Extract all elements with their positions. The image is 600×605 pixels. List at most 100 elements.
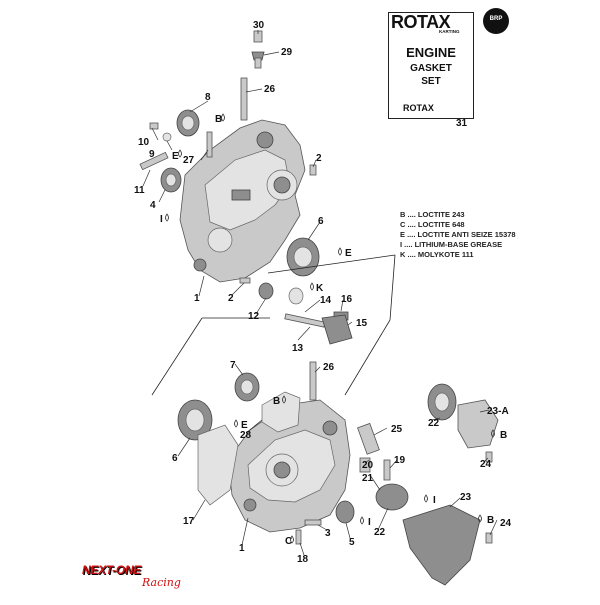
callout-9: 9 [149,149,155,160]
leader-lines [142,30,498,556]
cover-23 [402,504,481,586]
callout-14: 14 [320,295,332,306]
callout-2-lower: 2 [228,293,234,304]
callout-3: 3 [325,528,331,539]
callout-17: 17 [183,516,195,527]
gasket-17 [197,424,239,506]
callout-labels: 30 29 26 8 10 9 27 2 11 4 6 1 2 12 14 16… [134,20,512,565]
legend-item-k: K .... MOLYKOTE 111 [400,250,474,259]
agent-marks: B E I E K B E B I I B C [160,114,507,547]
crankcase-half-upper [179,119,306,283]
rotax-logo: ROTAX [391,12,451,32]
callout-1-upper: 1 [194,293,200,304]
callout-16: 16 [341,294,353,305]
callout-4: 4 [150,200,156,211]
callout-20: 20 [362,460,374,471]
washer-9 [162,132,172,142]
stud-29 [251,51,265,69]
agent-mark-b-cover: B [500,430,507,441]
callout-18: 18 [297,554,309,565]
drop-icon [221,113,225,122]
legend-item-b: B .... LOCTITE 243 [400,210,465,219]
legend-item-i: I .... LITHIUM-BASE GREASE [400,240,502,249]
pins-3 [295,519,322,545]
callout-10: 10 [138,137,150,148]
bearing-7 [234,372,260,402]
callout-7: 7 [230,360,236,371]
legend-item-c: C .... LOCTITE 648 [400,220,465,229]
callout-2-upper: 2 [316,153,322,164]
agent-mark-k: K [316,283,324,294]
drop-icon [165,213,169,222]
agent-mark-i-upper: I [160,214,163,225]
bolt-19 [383,459,391,481]
callout-29: 29 [281,47,293,58]
callout-24-lower: 24 [500,518,512,529]
callout-26-upper: 26 [264,84,276,95]
drop-icon [360,516,364,525]
callout-31: 31 [456,118,468,129]
callout-15: 15 [356,318,368,329]
washer-12 [258,282,304,305]
bearing-6-lower [177,399,213,441]
gear-22 [427,383,457,421]
drop-icons [165,113,495,544]
rotax-logo-sub: KARTING [439,29,460,34]
bolt-10 [149,122,159,130]
callout-27: 27 [183,155,195,166]
agent-mark-b-bottom: B [487,515,494,526]
bearing-6-upper [286,237,320,277]
agent-mark-b-lower: B [273,396,280,407]
starter-21 [375,483,409,511]
drop-icon [338,247,342,256]
drop-icon [491,429,495,438]
gasket-set-box: ROTAX KARTING ENGINE GASKET SET ROTAX [388,12,474,119]
callout-22-lower: 22 [374,527,386,538]
assembly-frame [151,254,396,396]
rotax-mini-logo: ROTAX [403,103,434,113]
stud-27 [206,131,213,158]
callout-26-lower: 26 [323,362,335,373]
agent-mark-i-lower: I [368,517,371,528]
gasket-box-line3: SET [421,76,441,87]
callout-30: 30 [253,20,265,31]
drop-icon [478,514,482,523]
callout-23: 23 [460,492,472,503]
callout-1-lower: 1 [239,543,245,554]
callout-11: 11 [134,185,145,196]
seal-4 [160,167,182,193]
shaft-14 [284,313,326,328]
callout-25: 25 [391,424,403,435]
callout-5: 5 [349,537,355,548]
crankcase-half-lower [227,399,351,533]
drop-icon [234,419,238,428]
cover-23a [457,399,499,449]
seal-5 [335,500,355,524]
callout-6-upper: 6 [318,216,324,227]
callout-24-upper: 24 [480,459,492,470]
gasket-28 [261,391,301,433]
screw-2a [309,164,317,176]
callout-19: 19 [394,455,406,466]
pin-11 [139,151,169,171]
legend-item-e: E .... LOCTITE ANTI SEIZE 15378 [400,230,516,239]
agent-mark-i-starter: I [433,495,436,506]
callout-21: 21 [362,473,374,484]
drop-icon [290,535,294,544]
agent-mark-e-lower: E [241,420,248,431]
brp-logo: BRP [483,8,509,34]
screw-2b [239,277,251,284]
gasket-box-line2: GASKET [410,63,452,74]
callout-23-a: 23-A [487,406,509,417]
callout-8: 8 [205,92,211,103]
callout-6-lower: 6 [172,453,178,464]
bearing-8 [176,109,200,137]
brp-logo-text: BRP [489,16,503,22]
drop-icon [178,149,182,158]
callout-28: 28 [240,430,252,441]
agent-mark-e-mid: E [345,248,352,259]
bolt-24 [485,451,493,544]
watermark-logo: NEXT-ONE [82,563,141,577]
drop-icon [424,494,428,503]
